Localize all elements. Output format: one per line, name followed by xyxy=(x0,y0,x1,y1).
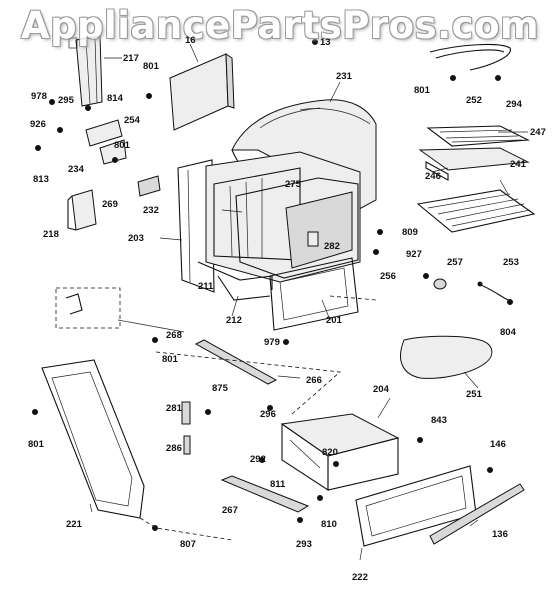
label-218: 218 xyxy=(43,229,59,240)
label-814: 814 xyxy=(107,93,123,104)
label-809: 809 xyxy=(402,227,418,238)
label-801: 801 xyxy=(28,439,44,450)
label-247: 247 xyxy=(530,127,546,138)
label-234: 234 xyxy=(68,164,84,175)
label-820: 820 xyxy=(322,447,338,458)
label-295: 295 xyxy=(58,95,74,106)
part-269-bracket[interactable] xyxy=(137,175,161,197)
label-222: 222 xyxy=(352,572,368,583)
label-801: 801 xyxy=(114,140,130,151)
part-268-insulation[interactable] xyxy=(55,287,121,329)
label-926: 926 xyxy=(30,119,46,130)
part-257-lamp[interactable] xyxy=(433,278,447,290)
label-212: 212 xyxy=(226,315,242,326)
label-204: 204 xyxy=(373,384,389,395)
part-253-cord[interactable] xyxy=(477,281,509,301)
part-221-side-panel[interactable] xyxy=(41,359,145,519)
label-294: 294 xyxy=(506,99,522,110)
part-267-rail[interactable] xyxy=(220,475,310,513)
part-204-drawer[interactable] xyxy=(280,413,400,492)
label-136: 136 xyxy=(492,529,508,540)
label-978: 978 xyxy=(31,91,47,102)
label-268: 268 xyxy=(166,330,182,341)
label-801: 801 xyxy=(162,354,178,365)
label-813: 813 xyxy=(33,174,49,185)
leader-lines xyxy=(89,43,528,561)
label-254: 254 xyxy=(124,115,140,126)
part-222-drawer-front[interactable] xyxy=(355,465,477,547)
assembly-lines xyxy=(139,295,377,541)
label-810: 810 xyxy=(321,519,337,530)
label-927: 927 xyxy=(406,249,422,260)
label-221: 221 xyxy=(66,519,82,530)
part-252-broil-element[interactable] xyxy=(429,43,511,71)
label-252: 252 xyxy=(466,95,482,106)
part-16-panel[interactable] xyxy=(169,53,235,131)
label-286: 286 xyxy=(166,443,182,454)
part-211-support[interactable] xyxy=(197,261,273,301)
label-811: 811 xyxy=(270,479,286,490)
part-247-broil-pan[interactable] xyxy=(426,125,531,147)
label-843: 843 xyxy=(431,415,447,426)
label-269: 269 xyxy=(102,199,118,210)
label-979: 979 xyxy=(264,337,280,348)
label-875: 875 xyxy=(212,383,228,394)
label-266: 266 xyxy=(306,375,322,386)
label-241: 241 xyxy=(510,159,526,170)
label-801: 801 xyxy=(143,61,159,72)
part-218-bracket[interactable] xyxy=(67,189,97,231)
label-275: 275 xyxy=(285,179,301,190)
label-293: 293 xyxy=(296,539,312,550)
label-296: 296 xyxy=(260,409,276,420)
label-253: 253 xyxy=(503,257,519,268)
part-203-frame[interactable] xyxy=(177,159,215,293)
screws xyxy=(32,39,513,531)
label-256: 256 xyxy=(380,271,396,282)
label-804: 804 xyxy=(500,327,516,338)
label-267: 267 xyxy=(222,505,238,516)
part-201-door[interactable] xyxy=(269,257,359,331)
label-257: 257 xyxy=(447,257,463,268)
part-246-broil-pan-bottom[interactable] xyxy=(418,147,530,181)
part-275-liner[interactable] xyxy=(235,177,359,279)
label-232: 232 xyxy=(143,205,159,216)
part-217-bracket[interactable] xyxy=(68,35,103,107)
label-203: 203 xyxy=(128,233,144,244)
label-211: 211 xyxy=(198,281,214,292)
label-281: 281 xyxy=(166,403,182,414)
part-241-oven-rack[interactable] xyxy=(416,189,536,233)
label-282: 282 xyxy=(324,241,340,252)
label-251: 251 xyxy=(466,389,482,400)
label-801: 801 xyxy=(414,85,430,96)
part-281-hinge[interactable] xyxy=(181,401,191,455)
label-246: 246 xyxy=(425,171,441,182)
part-254-bracket[interactable] xyxy=(85,119,127,165)
part-136-handle[interactable] xyxy=(429,483,525,545)
label-16: 16 xyxy=(185,35,196,46)
part-266-rail[interactable] xyxy=(194,339,278,385)
label-13: 13 xyxy=(320,37,331,48)
label-231: 231 xyxy=(336,71,352,82)
label-292: 292 xyxy=(250,454,266,465)
label-217: 217 xyxy=(123,53,139,64)
part-251-drip-pan[interactable] xyxy=(400,335,493,379)
label-807: 807 xyxy=(180,539,196,550)
label-201: 201 xyxy=(326,315,342,326)
label-146: 146 xyxy=(490,439,506,450)
